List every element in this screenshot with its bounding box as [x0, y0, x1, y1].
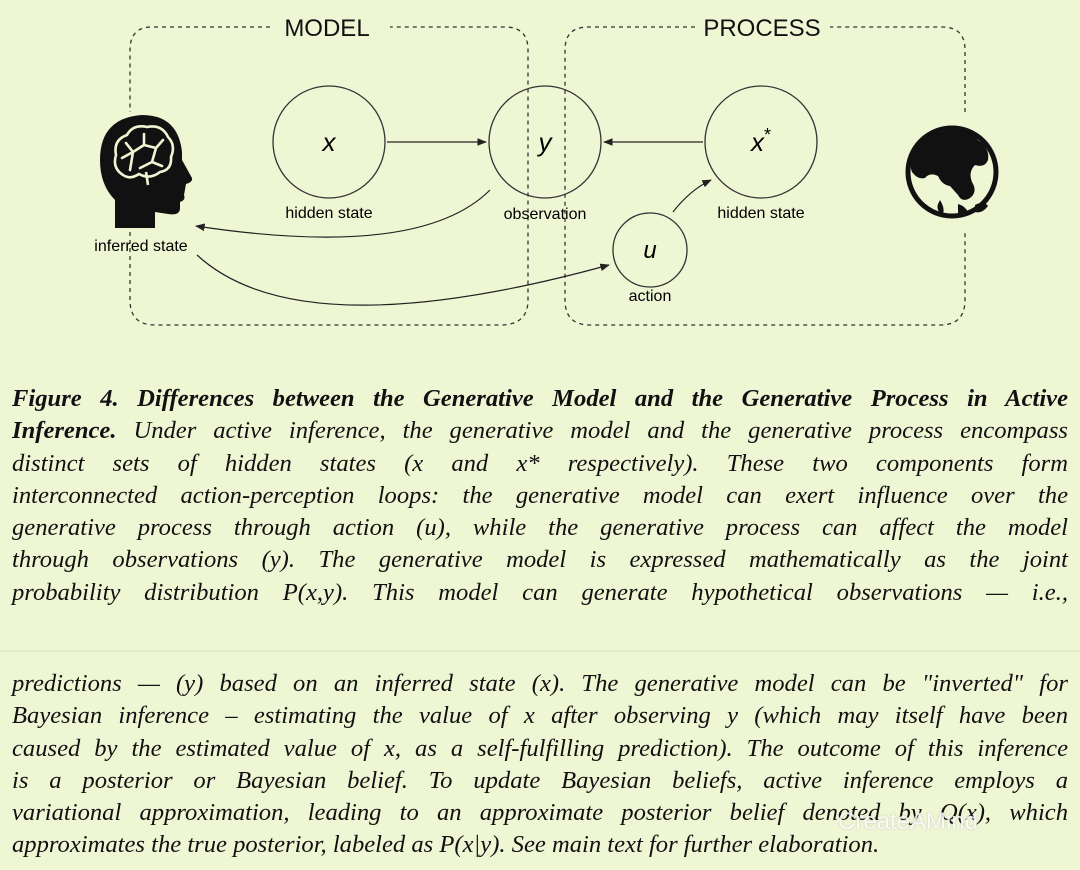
caption-title-line: Figure 4. Differences between the Genera…	[12, 385, 1068, 412]
node-x-symbol: x	[321, 127, 337, 157]
caption-line: approximates the true posterior, labeled…	[12, 831, 880, 859]
node-x: x hidden state	[272, 85, 386, 222]
node-u-caption: action	[629, 288, 672, 305]
inferred-state-label: inferred state	[94, 238, 187, 255]
caption-line: Inference. Under active inference, the g…	[12, 415, 1068, 447]
caption-line: predictions — (y) based on an inferred s…	[12, 670, 1068, 697]
caption-line: caused by the estimated value of x, as a…	[12, 734, 1068, 762]
node-xstar-caption: hidden state	[717, 205, 804, 222]
arrow-u-to-xstar	[672, 179, 712, 213]
figure-caption-part2: predictions — (y) based on an inferred s…	[12, 668, 1068, 862]
node-u: u action	[612, 212, 688, 305]
caption-line: probability distribution P(x,y). This mo…	[12, 578, 1068, 606]
node-x-caption: hidden state	[285, 205, 372, 222]
caption-line: Bayesian inference – estimating the valu…	[12, 702, 1068, 730]
globe-icon	[905, 125, 999, 219]
head-brain-icon	[100, 115, 193, 228]
caption-line: generative process through action (u), w…	[12, 514, 1068, 542]
node-xstar-symbol: x	[749, 127, 765, 157]
node-y-symbol: y	[537, 127, 554, 157]
caption-line-text: Under active inference, the generative m…	[133, 417, 1068, 445]
caption-line: interconnected action-perception loops: …	[12, 481, 1068, 509]
figure-caption-part1: Figure 4. Differences between the Genera…	[12, 383, 1068, 609]
node-y-caption: observation	[504, 206, 587, 223]
caption-line: through observations (y). The generative…	[12, 546, 1068, 574]
arrow-inferred-to-u	[196, 254, 610, 306]
node-u-symbol: u	[643, 237, 656, 264]
node-xstar: x* hidden state	[704, 85, 818, 222]
model-box: MODEL	[129, 15, 529, 326]
page-divider	[0, 650, 1080, 652]
watermark: CreateAMind	[838, 808, 979, 835]
caption-title-end: Inference.	[12, 417, 117, 445]
svg-text:x*: x*	[749, 125, 771, 157]
node-xstar-sup: *	[764, 125, 771, 145]
caption-line: is a posterior or Bayesian belief. To up…	[12, 766, 1068, 794]
process-label: PROCESS	[703, 15, 820, 42]
model-label: MODEL	[284, 15, 369, 42]
caption-line: distinct sets of hidden states (x and x*…	[12, 449, 1068, 477]
arrow-y-to-inferred	[195, 189, 491, 238]
node-y: y observation	[488, 85, 602, 223]
model-process-diagram: MODEL PROCESS x hidden state y observati…	[94, 15, 999, 326]
caption-line: variational approximation, leading to an…	[12, 799, 1068, 827]
process-box: PROCESS	[564, 15, 966, 326]
